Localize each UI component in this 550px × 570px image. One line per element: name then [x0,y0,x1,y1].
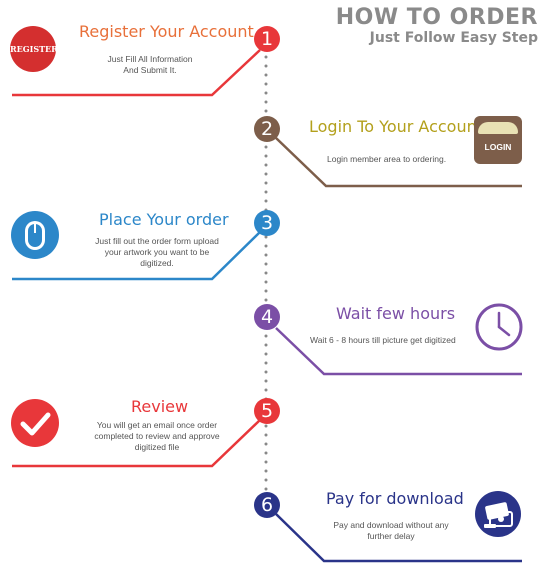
login-badge-text: LOGIN [484,142,512,152]
step-1-title: Register Your Account [79,22,254,41]
step-4-number: 4 [254,304,280,330]
step-2-number: 2 [254,116,280,142]
mouse-icon [11,211,59,259]
header: HOW TO ORDER Just Follow Easy Step [335,5,538,47]
login-badge-icon: LOGIN [474,116,522,164]
step-2-title: Login To Your Account [309,117,484,136]
step-5-number: 5 [254,398,280,424]
step-6-description: Pay and download without any further del… [333,520,449,541]
step-3-description: Just fill out the order form upload your… [95,236,219,268]
step-5-title: Review [131,397,189,416]
clock-icon [475,303,523,351]
page-subtitle: Just Follow Easy Step [369,30,538,46]
page-title: HOW TO ORDER [335,5,538,30]
step-3-title: Place Your order [99,210,229,229]
checkmark-icon [11,399,59,447]
step-3-number: 3 [254,210,280,236]
login-cap-shape [478,122,518,134]
step-4-description: Wait 6 - 8 hours till picture get digiti… [310,335,456,345]
step-2-description: Login member area to ordering. [327,154,447,164]
step-5-connector [12,419,261,468]
register-badge-text: REGISTER [10,44,58,54]
step-1-connector [12,49,261,97]
step-5-description: You will get an email once order complet… [94,420,220,452]
step-3-connector [12,231,261,281]
step-6-title: Pay for download [326,489,464,508]
step-1-number: 1 [254,26,280,52]
step-1-description: Just Fill All Information And Submit It. [107,54,193,75]
step-4-connector [275,327,522,376]
payment-icon [475,491,521,537]
step-4-title: Wait few hours [336,304,456,323]
step-6-number: 6 [254,492,280,518]
step-2-connector [275,137,522,188]
register-badge-icon: REGISTER [10,26,58,72]
step-6-connector [275,513,522,563]
